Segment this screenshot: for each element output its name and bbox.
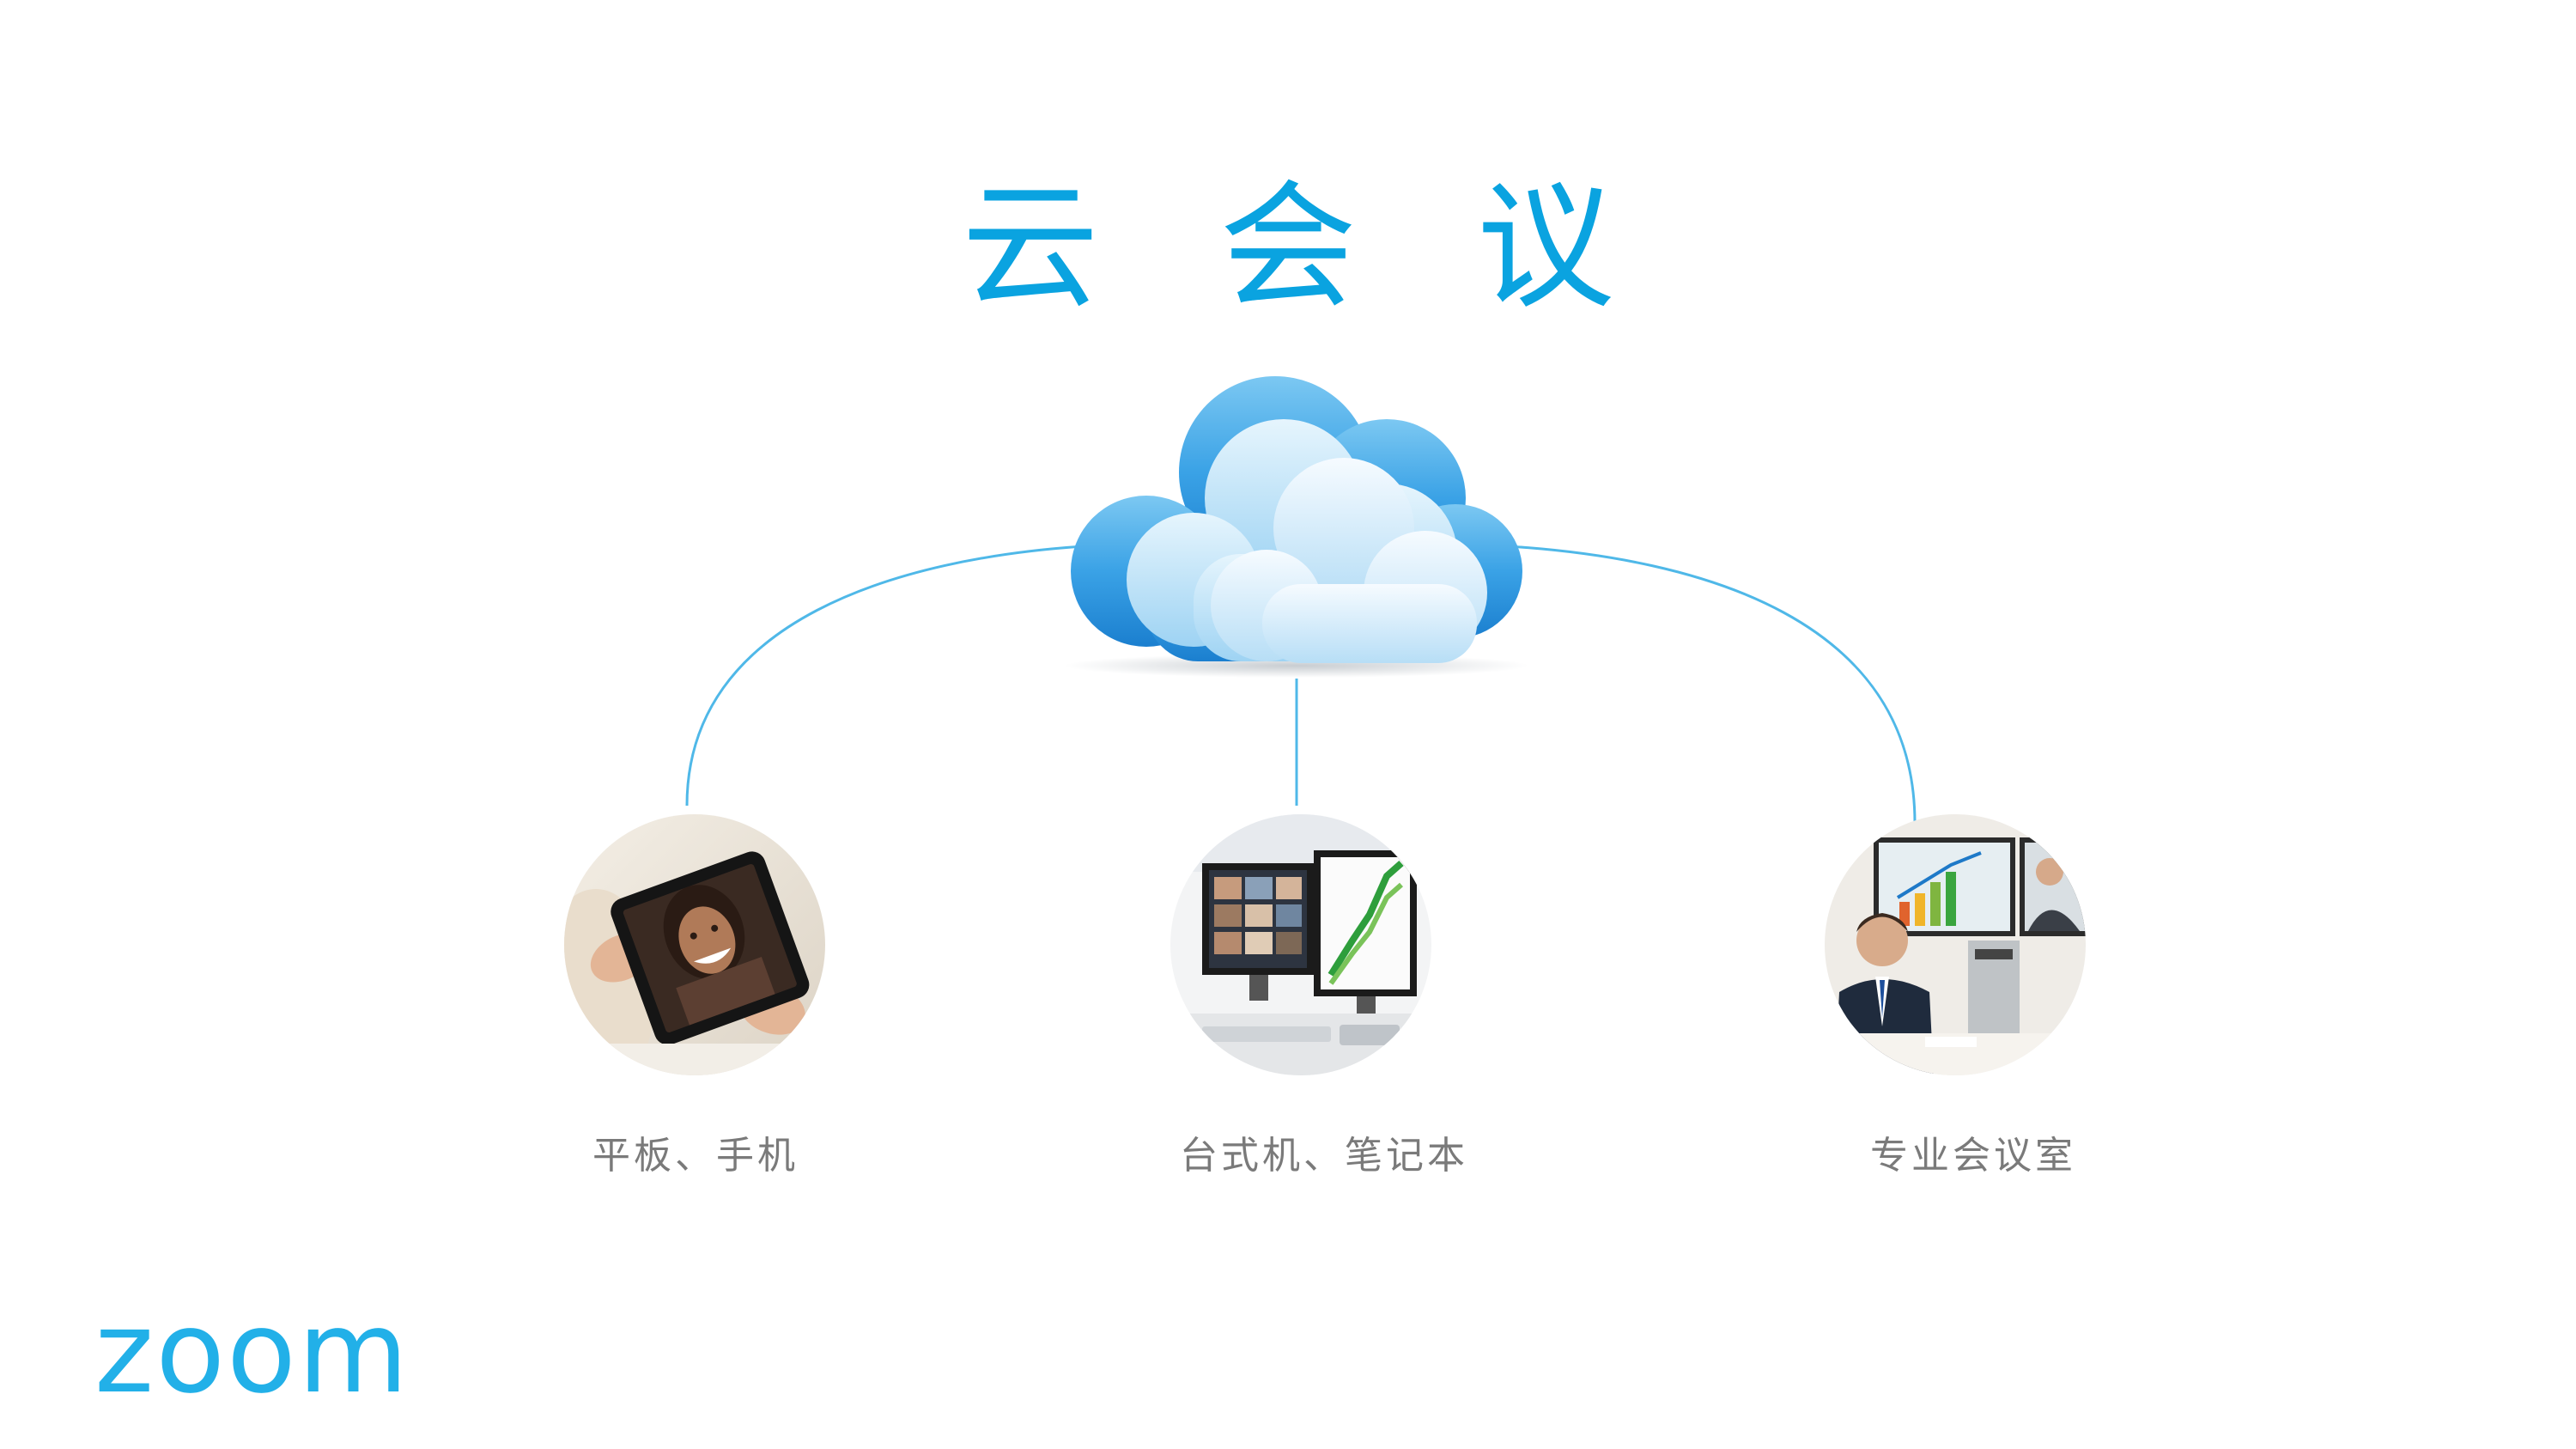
tablet-video-call-photo	[564, 814, 825, 1075]
zoom-logo: zoom	[94, 1287, 410, 1419]
page-title: 云会议	[0, 170, 2576, 325]
title-char-3: 议	[1477, 167, 1735, 327]
endpoint-tablet	[562, 812, 828, 1078]
link-cloud-to-room	[1507, 545, 1917, 824]
link-cloud-to-tablet	[685, 545, 1084, 807]
endpoint-label-conference-room: 专业会议室	[1870, 1134, 2076, 1178]
conference-room-photo	[1825, 814, 2086, 1075]
endpoint-desktop	[1168, 812, 1434, 1078]
title-char-2: 会	[1218, 167, 1477, 327]
cloud-icon	[1065, 376, 1528, 678]
endpoint-label-tablet: 平板、手机	[592, 1134, 799, 1178]
endpoint-label-desktop: 台式机、笔记本	[1180, 1134, 1468, 1178]
endpoint-conference-room	[1822, 812, 2088, 1078]
desktop-workstation-photo	[1170, 814, 1431, 1075]
title-char-1: 云	[961, 167, 1219, 327]
